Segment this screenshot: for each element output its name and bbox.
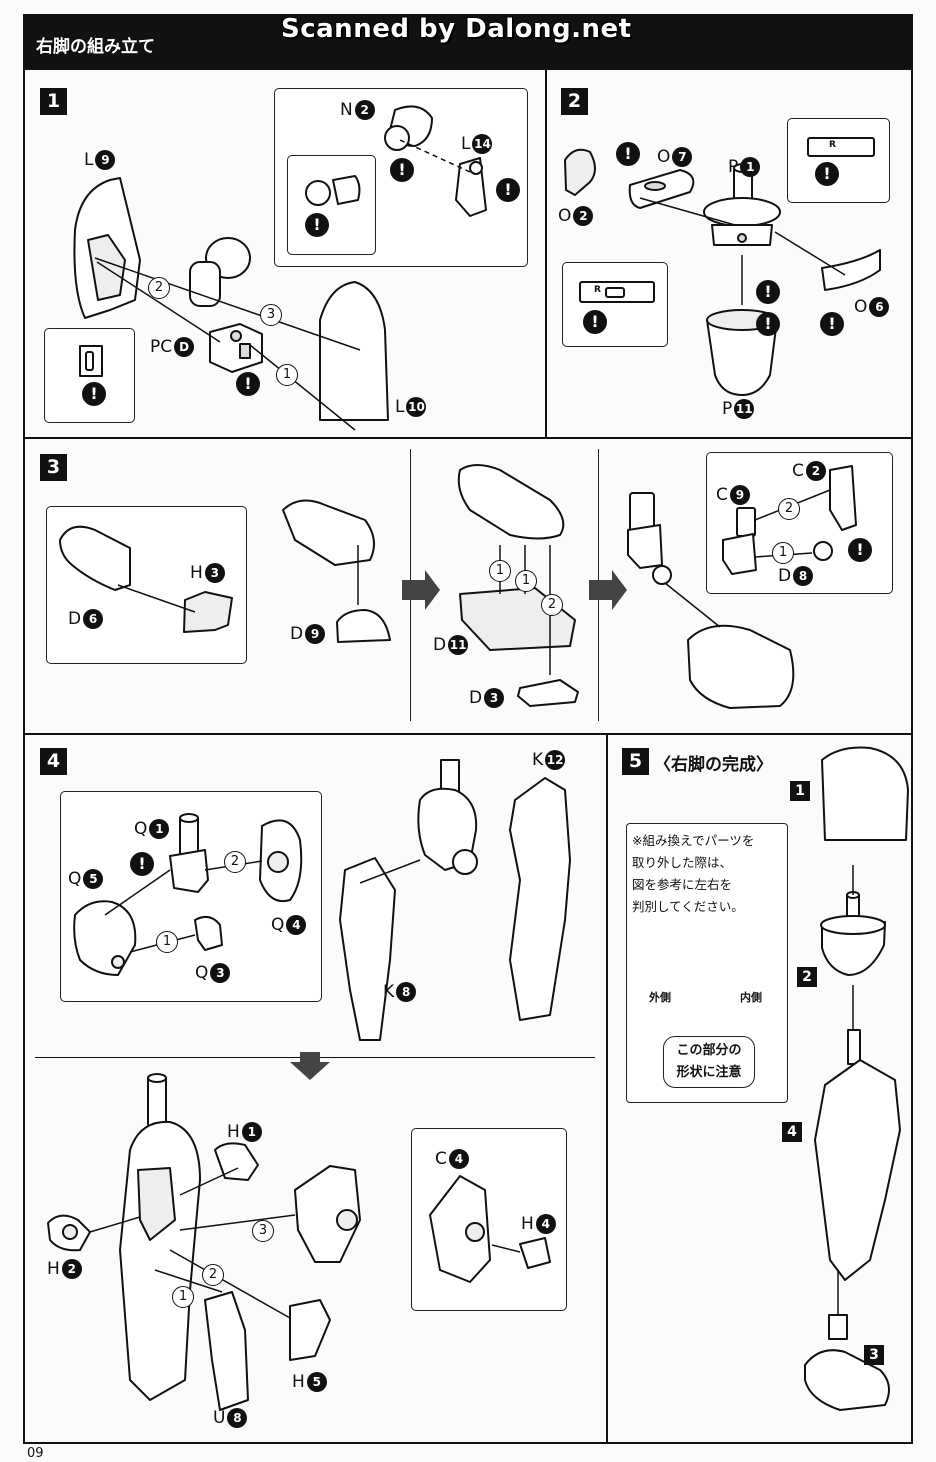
section-header-bar (23, 14, 913, 70)
caution-icon: ! (820, 312, 844, 336)
note-line: 判別してください。 (632, 899, 744, 914)
sequence-2-step1: 2 (148, 277, 170, 299)
caution-icon: ! (305, 213, 329, 237)
note-line: 取り外した際は、 (632, 855, 733, 870)
divider-col-1-2 (545, 70, 547, 438)
sequence-2-step4: 2 (202, 1264, 224, 1286)
step-3-number: 3 (40, 454, 67, 481)
scan-watermark: Scanned by Dalong.net (280, 13, 632, 45)
sequence-1-step3c: 1 (772, 542, 794, 564)
caution-line: この部分の (676, 1043, 742, 1058)
note-line: ※組み換えでパーツを (632, 833, 755, 848)
sequence-3-step4: 3 (252, 1220, 274, 1242)
step-5-number: 5 (622, 748, 649, 775)
r-marker: R (594, 285, 601, 295)
outer-side-label: 外側 (649, 991, 671, 1004)
note-text: ※組み換えでパーツを 取り外した際は、 図を参考に左右を 判別してください。 (632, 830, 784, 918)
caution-icon: ! (616, 142, 640, 166)
step1-detail-inner (287, 155, 376, 255)
final-step-3: 3 (864, 1345, 884, 1365)
step-1-number: 1 (40, 88, 67, 115)
step2-detail-box-right (787, 118, 890, 203)
sequence-2-step3c: 2 (778, 498, 800, 520)
final-step-2: 2 (797, 967, 817, 987)
caution-icon: ! (390, 158, 414, 182)
sequence-2-step4q: 2 (224, 851, 246, 873)
caution-icon: ! (82, 382, 106, 406)
final-step-1: 1 (790, 781, 810, 801)
step-2-number: 2 (561, 88, 588, 115)
r-marker: R (829, 140, 836, 150)
sequence-1-step4: 1 (172, 1286, 194, 1308)
sequence-3-step1: 3 (260, 304, 282, 326)
sequence-1-step3b: 1 (515, 570, 537, 592)
sequence-1-step4q: 1 (156, 931, 178, 953)
caution-icon: ! (815, 162, 839, 186)
divider-col-4-5 (606, 733, 608, 1444)
sequence-1-step1: 1 (276, 364, 298, 386)
caution-icon: ! (756, 280, 780, 304)
note-line: 図を参考に左右を (632, 877, 733, 892)
final-step-4: 4 (782, 1122, 802, 1142)
divider-row1 (23, 437, 913, 439)
step-4-number: 4 (40, 748, 67, 775)
caution-icon: ! (756, 312, 780, 336)
caution-icon: ! (496, 178, 520, 202)
sequence-1-step3a: 1 (489, 560, 511, 582)
sequence-2-step3: 2 (541, 594, 563, 616)
page-number: 09 (27, 1446, 44, 1461)
section-title: 右脚の組み立て (36, 37, 155, 57)
caution-icon: ! (848, 538, 872, 562)
inner-side-label: 内側 (740, 991, 762, 1004)
caution-icon: ! (583, 310, 607, 334)
caution-icon: ! (130, 852, 154, 876)
caution-line: 形状に注意 (676, 1065, 742, 1080)
divider-row2 (23, 733, 913, 735)
caution-icon: ! (236, 372, 260, 396)
shape-caution-callout: この部分の 形状に注意 (663, 1036, 755, 1088)
step2-detail-box-left (562, 262, 668, 347)
step-5-title: 〈右脚の完成〉 (654, 755, 773, 775)
